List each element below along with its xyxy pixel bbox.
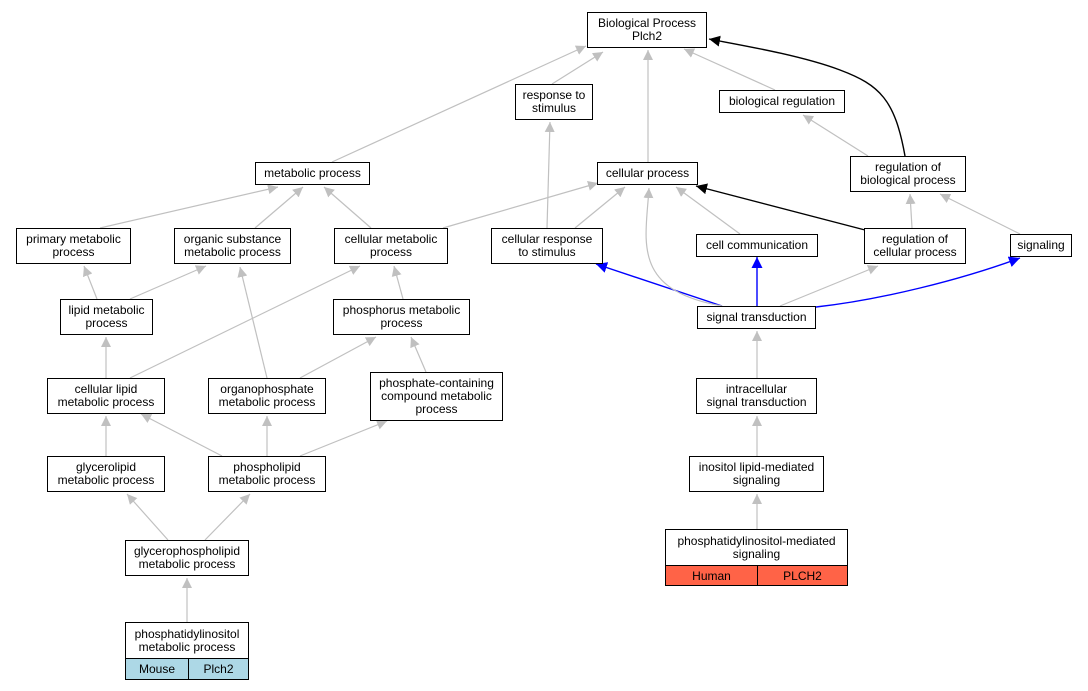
edge-glycerophospholipid-metabolic-process-to-phospholipid-metabolic-process — [204, 493, 251, 541]
go-node-lipid-metabolic-process[interactable]: lipid metabolic process — [60, 299, 153, 335]
edge-regulation-of-cellular-process-to-regulation-of-biological-process — [905, 193, 916, 229]
edge-signal-transduction-to-signaling — [815, 256, 1021, 308]
go-node-biological-process-root[interactable]: Biological Process Plch2 — [587, 12, 707, 48]
species-tag-human: Human — [665, 565, 758, 586]
go-node-phosphatidylinositol-metabolic-process[interactable]: phosphatidylinositol metabolic process — [125, 622, 249, 659]
go-node-glycerolipid-metabolic-process[interactable]: glycerolipid metabolic process — [47, 456, 165, 492]
edge-response-to-stimulus-to-root — [551, 51, 604, 85]
edge-phosphorus-metabolic-process-to-cellular-metabolic-process — [391, 265, 404, 300]
go-node-regulation-of-cellular-process[interactable]: regulation of cellular process — [864, 228, 966, 264]
edge-signal-transduction-to-cellular-process — [643, 187, 723, 307]
go-node-signal-transduction[interactable]: signal transduction — [697, 306, 816, 329]
edge-phospholipid-metabolic-process-to-cellular-lipid-metabolic-process — [140, 413, 223, 457]
edge-lipid-metabolic-process-to-primary-metabolic-process — [83, 265, 98, 300]
go-node-primary-metabolic-process[interactable]: primary metabolic process — [16, 228, 131, 264]
go-node-glycerophospholipid-metabolic-process[interactable]: glycerophospholipid metabolic process — [125, 540, 249, 576]
edge-regulation-of-biological-process-to-root — [708, 35, 906, 157]
edge-organic-substance-metabolic-process-to-metabolic-process — [254, 186, 304, 229]
go-node-inositol-lipid-mediated-signaling[interactable]: inositol lipid-mediated signaling — [689, 456, 824, 492]
edge-cellular-metabolic-process-to-metabolic-process — [323, 186, 372, 229]
gene-tag-mouse: Plch2 — [188, 658, 249, 680]
go-node-phosphatidylinositol-mediated-signaling[interactable]: phosphatidylinositol-mediated signaling — [665, 529, 848, 566]
edge-lipid-metabolic-process-to-organic-substance-metabolic-process — [129, 265, 207, 300]
edge-regulation-of-cellular-process-to-cellular-process — [695, 183, 866, 231]
go-node-phosphate-containing-compound-metabolic-process[interactable]: phosphate-containing compound metabolic … — [370, 372, 503, 421]
edge-primary-metabolic-process-to-metabolic-process — [99, 184, 279, 229]
edge-cellular-lipid-metabolic-process-to-cellular-metabolic-process — [129, 265, 361, 379]
go-node-response-to-stimulus[interactable]: response to stimulus — [515, 84, 593, 120]
edge-phospholipid-metabolic-process-to-phosphate-containing-compound-metabolic-process — [299, 420, 388, 457]
go-node-cellular-lipid-metabolic-process[interactable]: cellular lipid metabolic process — [47, 378, 165, 414]
go-node-metabolic-process[interactable]: metabolic process — [255, 162, 370, 185]
edge-organophosphate-metabolic-process-to-phosphorus-metabolic-process — [299, 336, 377, 379]
edge-biological-regulation-to-root — [683, 48, 776, 91]
go-node-cellular-process[interactable]: cellular process — [597, 162, 698, 185]
edge-signaling-to-regulation-of-biological-process — [939, 193, 1021, 235]
edge-cellular-metabolic-process-to-cellular-process — [442, 180, 599, 229]
go-node-regulation-of-biological-process[interactable]: regulation of biological process — [850, 156, 966, 192]
edge-regulation-of-biological-process-to-biological-regulation — [802, 114, 869, 157]
edge-organophosphate-metabolic-process-to-organic-substance-metabolic-process — [237, 266, 268, 379]
edge-signal-transduction-to-cellular-response-to-stimulus — [595, 262, 723, 307]
edge-cellular-response-to-stimulus-to-response-to-stimulus — [544, 121, 555, 229]
edge-cell-communication-to-cellular-process — [675, 186, 741, 235]
go-node-cellular-response-to-stimulus[interactable]: cellular response to stimulus — [491, 228, 603, 264]
go-node-biological-regulation[interactable]: biological regulation — [719, 90, 845, 113]
edge-cellular-response-to-stimulus-to-cellular-process — [574, 186, 626, 229]
go-node-organophosphate-metabolic-process[interactable]: organophosphate metabolic process — [208, 378, 326, 414]
go-node-phospholipid-metabolic-process[interactable]: phospholipid metabolic process — [208, 456, 326, 492]
edge-glycerophospholipid-metabolic-process-to-glycerolipid-metabolic-process — [126, 493, 169, 541]
go-node-signaling[interactable]: signaling — [1010, 234, 1072, 257]
edge-phosphate-containing-compound-metabolic-process-to-phosphorus-metabolic-process — [410, 336, 427, 373]
go-node-cellular-metabolic-process[interactable]: cellular metabolic process — [334, 228, 448, 264]
edge-metabolic-process-to-root — [331, 45, 587, 163]
gene-tag-human: PLCH2 — [757, 565, 848, 586]
go-node-intracellular-signal-transduction[interactable]: intracellular signal transduction — [696, 378, 817, 414]
species-tag-mouse: Mouse — [125, 658, 189, 680]
edge-signal-transduction-to-regulation-of-cellular-process — [779, 265, 879, 307]
go-node-cell-communication[interactable]: cell communication — [696, 234, 818, 257]
go-node-phosphorus-metabolic-process[interactable]: phosphorus metabolic process — [333, 299, 470, 335]
go-node-organic-substance-metabolic-process[interactable]: organic substance metabolic process — [174, 228, 291, 264]
